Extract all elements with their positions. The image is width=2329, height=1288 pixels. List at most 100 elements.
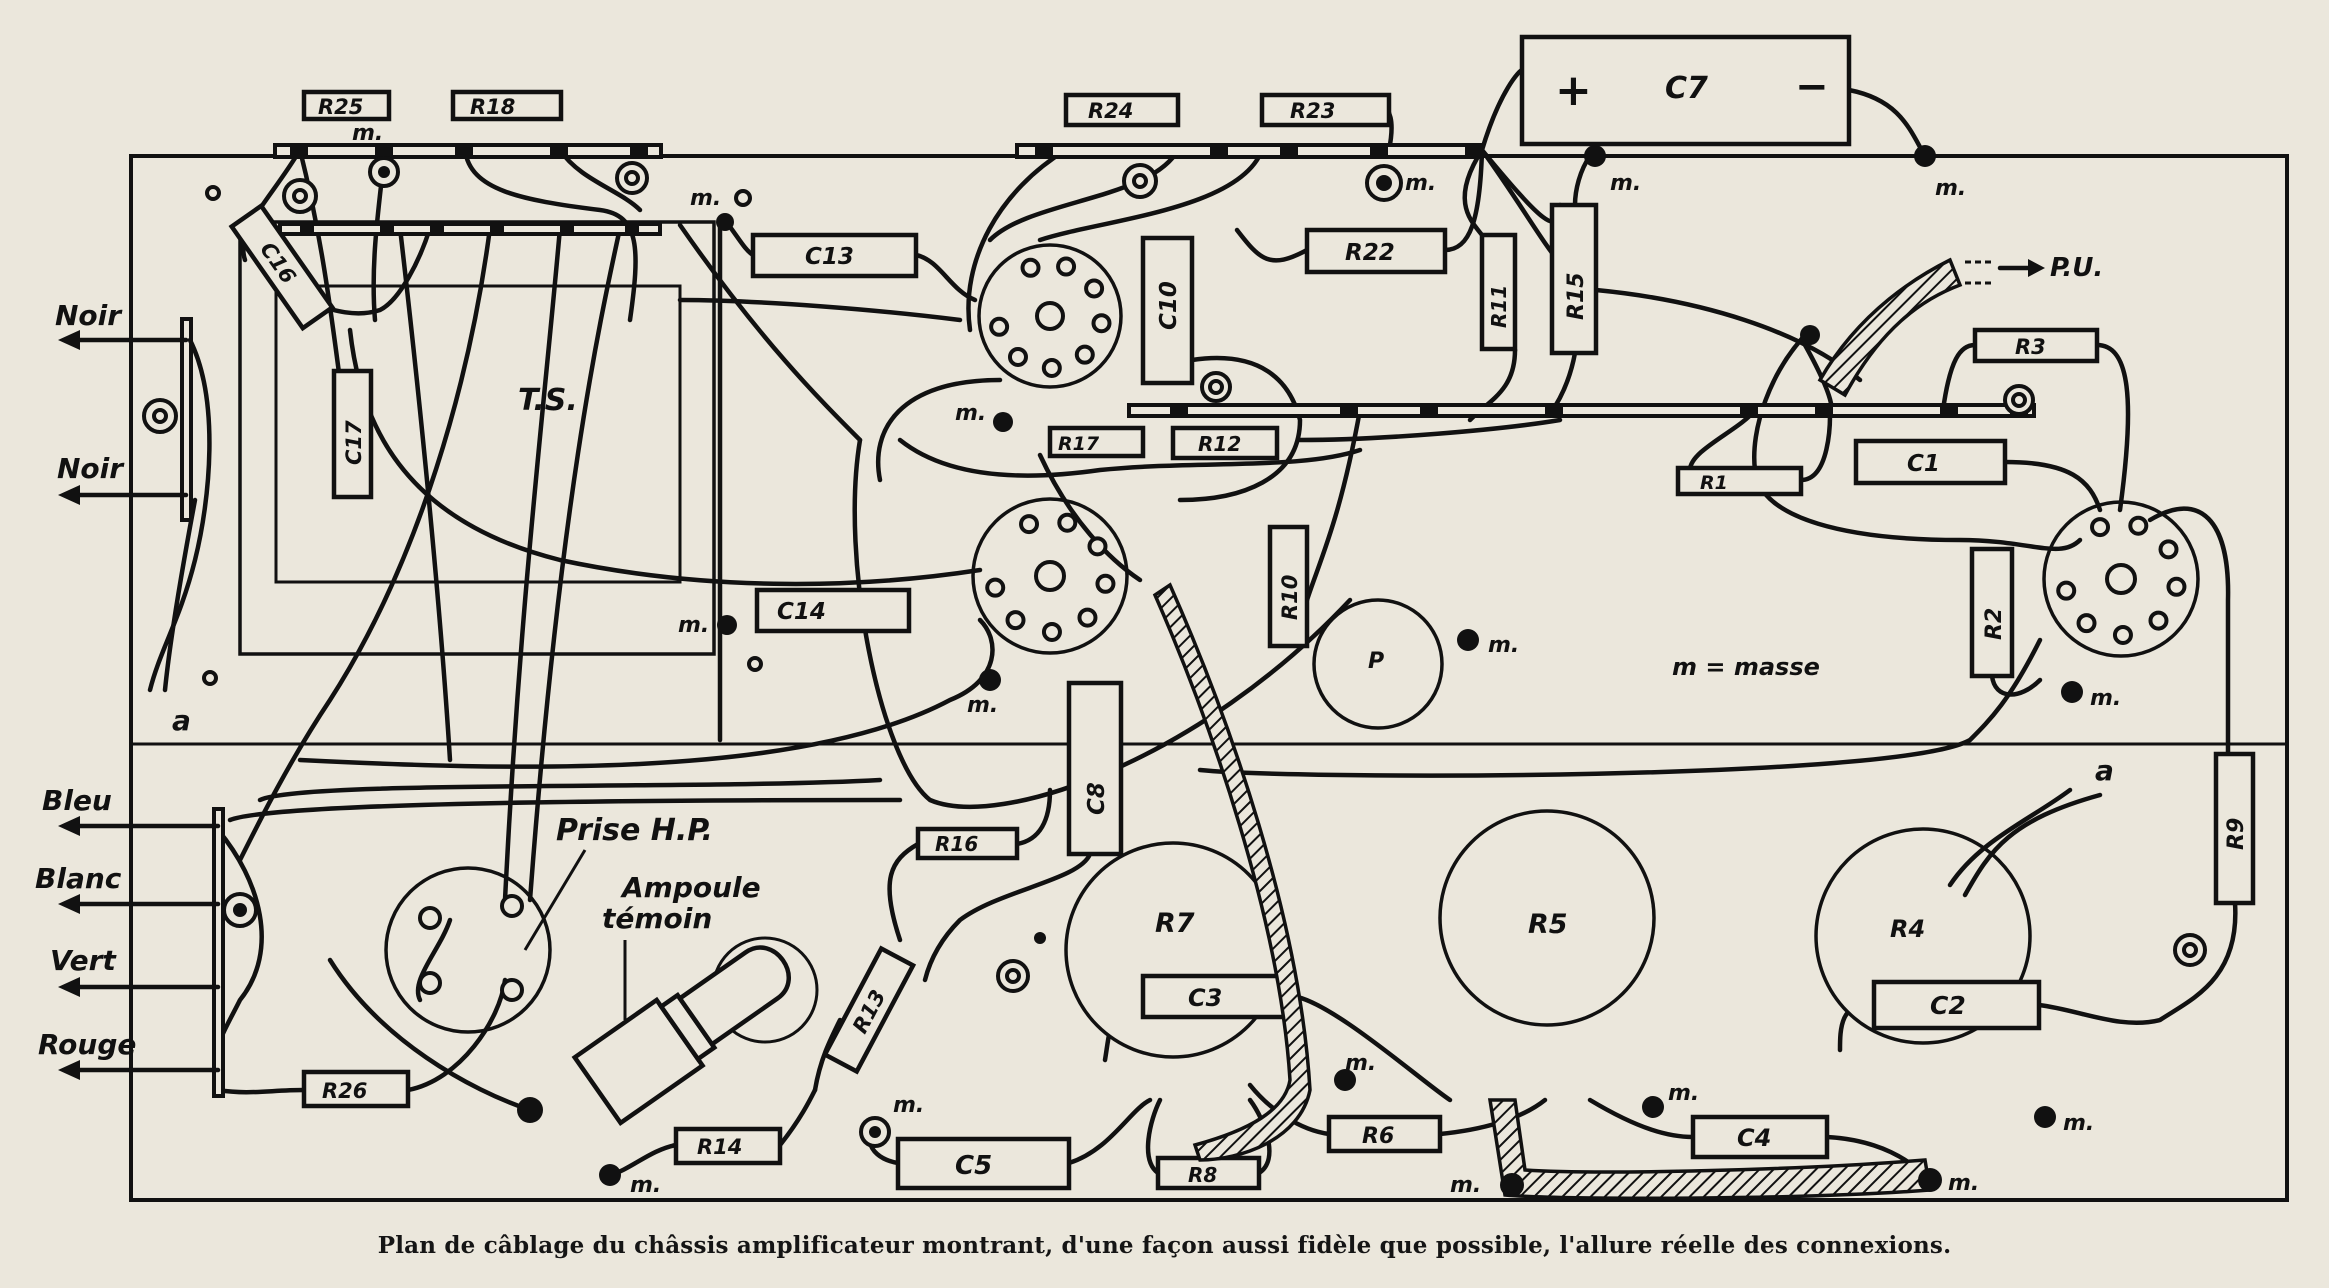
terminal-strip-top-middle <box>1015 143 1484 159</box>
resistor-r13: R13 <box>821 945 917 1075</box>
mounting-eyelets <box>142 156 2207 1148</box>
pickup-connection: P.U. <box>1965 253 2103 285</box>
socket-pin <box>2158 539 2179 560</box>
svg-text:m.: m. <box>352 121 383 146</box>
svg-text:C3: C3 <box>1188 984 1222 1012</box>
capacitor-c14: C14 <box>754 587 912 634</box>
svg-text:R4: R4 <box>1890 915 1925 943</box>
resistor-r6: R6 <box>1326 1114 1443 1154</box>
capacitor-c4: C4 <box>1690 1114 1830 1160</box>
svg-text:R18: R18 <box>470 95 515 119</box>
pilot-lamp: Ampoule témoin <box>571 871 819 1127</box>
svg-text:R10: R10 <box>1278 575 1302 620</box>
svg-text:R22: R22 <box>1345 240 1395 266</box>
ground-labels: m. m. m. m. m. m. m. m. m. m. m. m. m. m… <box>352 121 2121 1198</box>
svg-text:m.: m. <box>955 401 986 426</box>
socket-pin <box>2056 580 2077 601</box>
svg-text:m.: m. <box>630 1173 661 1198</box>
svg-text:R16: R16 <box>935 832 978 856</box>
svg-text:m.: m. <box>2063 1111 2094 1136</box>
svg-text:m.: m. <box>1345 1051 1376 1076</box>
socket-pin <box>2090 517 2111 538</box>
socket-pin <box>1005 610 1026 631</box>
svg-text:m.: m. <box>1610 171 1641 196</box>
svg-text:R25: R25 <box>318 95 363 119</box>
socket-pin <box>1056 256 1077 277</box>
capacitor-c17: C17 <box>331 368 374 500</box>
resistor-r25: R25 <box>301 89 392 122</box>
tube-socket-1 <box>977 243 1123 389</box>
socket-pin <box>1074 344 1095 365</box>
socket-pin <box>1087 536 1108 557</box>
shielded-cable-bottom <box>1487 1098 1933 1201</box>
capacitor-c13: C13 <box>750 232 919 279</box>
resistor-r23: R23 <box>1259 92 1392 128</box>
resistor-r12: R12 <box>1170 425 1280 461</box>
svg-text:C7: C7 <box>1665 71 1708 106</box>
svg-text:m.: m. <box>1450 1173 1481 1198</box>
resistor-r11: R11 <box>1479 232 1518 352</box>
tube-socket-3 <box>2042 500 2200 658</box>
capacitor-c10: C10 <box>1140 235 1195 386</box>
svg-text:C5: C5 <box>955 1151 992 1181</box>
resistor-r22: R22 <box>1304 227 1448 275</box>
resistor-r9: R9 <box>2213 751 2256 906</box>
antenna-label-right: a <box>2095 754 2114 787</box>
svg-text:m.: m. <box>690 186 721 211</box>
socket-pin <box>1007 346 1028 367</box>
capacitor-c7: + C7 − <box>1519 34 1852 147</box>
antenna-right: a <box>1947 754 2114 898</box>
svg-text:C4: C4 <box>1737 1124 1771 1152</box>
wire-label-rouge: Rouge <box>38 1028 136 1061</box>
svg-text:R6: R6 <box>1362 1124 1394 1149</box>
svg-text:R24: R24 <box>1088 99 1133 123</box>
svg-text:m.: m. <box>1668 1081 1699 1106</box>
resistor-r1: R1 <box>1675 465 1804 497</box>
pickup-label: P.U. <box>2050 253 2103 283</box>
svg-text:m.: m. <box>2090 686 2121 711</box>
svg-text:m.: m. <box>1935 176 1966 201</box>
terminal-strip-transformer <box>278 222 662 236</box>
resistor-r17: R17 <box>1047 425 1146 459</box>
tube-socket-2 <box>971 497 1129 655</box>
svg-text:C13: C13 <box>805 244 854 270</box>
potentiometer-p: P <box>1312 598 1444 730</box>
svg-text:m.: m. <box>967 693 998 718</box>
svg-text:m.: m. <box>1488 633 1519 658</box>
svg-text:R3: R3 <box>2015 335 2046 359</box>
svg-text:C1: C1 <box>1907 451 1940 477</box>
svg-text:R7: R7 <box>1155 908 1195 939</box>
svg-text:R23: R23 <box>1290 99 1335 123</box>
svg-text:R1: R1 <box>1700 472 1728 494</box>
svg-text:R5: R5 <box>1528 909 1568 940</box>
antenna-label-left: a <box>172 704 191 737</box>
component-boxes: R25 R18 R24 R23 C13 R22 R17 R12 R3 C1 R1… <box>301 89 2100 1191</box>
pilot-lamp-label-2: témoin <box>602 902 712 935</box>
legend-masse: m = masse <box>1672 653 1820 681</box>
wire-label-blanc: Blanc <box>35 862 122 895</box>
resistor-r24: R24 <box>1063 92 1181 128</box>
socket-pin <box>2076 613 2097 634</box>
speaker-wires: Bleu Blanc Vert Rouge <box>35 784 225 1098</box>
socket-pin <box>1019 514 1040 535</box>
wire-label-bleu: Bleu <box>42 784 112 817</box>
socket-pin <box>1057 512 1078 533</box>
c7-plus-sign: + <box>1555 65 1592 116</box>
terminal-strip-middle <box>1127 403 2036 418</box>
capacitor-c1: C1 <box>1853 438 2008 486</box>
svg-text:R11: R11 <box>1487 285 1511 328</box>
resistor-r26: R26 <box>301 1069 411 1109</box>
svg-text:m.: m. <box>1948 1171 1979 1196</box>
svg-text:R26: R26 <box>322 1079 367 1103</box>
resistor-r15: R15 <box>1549 202 1599 356</box>
svg-text:R14: R14 <box>697 1135 742 1159</box>
socket-pin <box>989 316 1010 337</box>
socket-pin <box>2112 624 2133 645</box>
svg-text:C10: C10 <box>1156 281 1182 330</box>
svg-text:C8: C8 <box>1084 782 1110 815</box>
svg-text:m.: m. <box>893 1093 924 1118</box>
socket-pin <box>1041 357 1062 378</box>
c7-minus-sign: − <box>1795 64 1829 110</box>
capacitor-c2: C2 <box>1871 979 2042 1031</box>
figure-caption: Plan de câblage du châssis amplificateur… <box>377 1232 1952 1259</box>
